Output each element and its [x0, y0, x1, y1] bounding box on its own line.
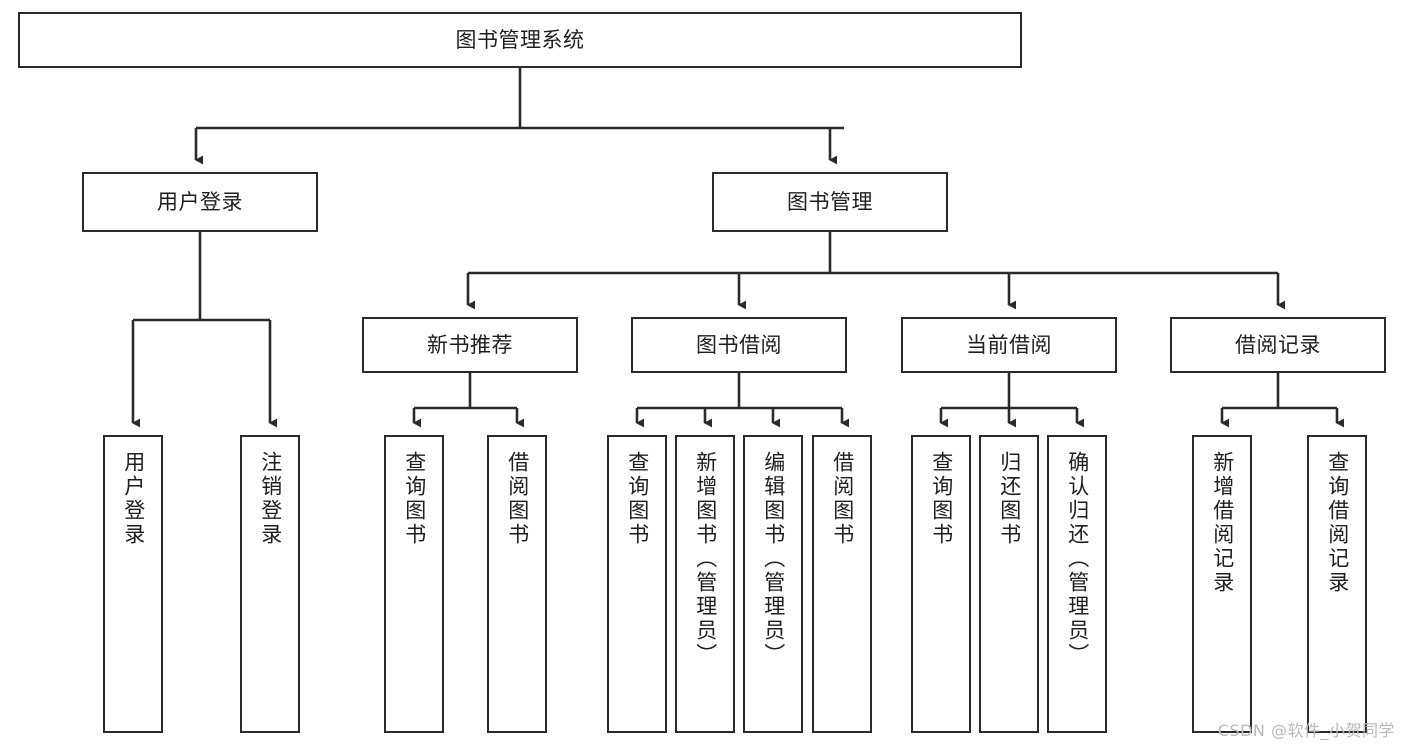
leaf-current-return-book-label: 归还图书 [997, 451, 1022, 547]
leaf-record-query-record-label: 查询借阅记录 [1325, 451, 1350, 595]
leaf-borrow-add-book-admin-label: 新增图书（管理员） [693, 451, 718, 667]
node-book-manage-label: 图书管理 [787, 189, 873, 214]
leaf-borrow-query-book[interactable]: 查询图书 [607, 435, 667, 733]
leaf-current-confirm-return-admin-label: 确认归还（管理员） [1065, 451, 1090, 667]
node-borrow-record[interactable]: 借阅记录 [1170, 317, 1386, 373]
leaf-current-query-book-label: 查询图书 [929, 451, 954, 547]
leaf-new-book-borrow-book[interactable]: 借阅图书 [487, 435, 547, 733]
leaf-user-login-logout-label: 注销登录 [258, 451, 283, 547]
leaf-borrow-query-book-label: 查询图书 [625, 451, 650, 547]
leaf-record-add-record[interactable]: 新增借阅记录 [1192, 435, 1252, 733]
leaf-record-query-record[interactable]: 查询借阅记录 [1307, 435, 1367, 733]
node-new-book-recommend[interactable]: 新书推荐 [362, 317, 578, 373]
node-new-book-recommend-label: 新书推荐 [427, 332, 513, 357]
leaf-user-login-login[interactable]: 用户登录 [103, 435, 163, 733]
leaf-new-book-query-book[interactable]: 查询图书 [384, 435, 444, 733]
leaf-current-confirm-return-admin[interactable]: 确认归还（管理员） [1047, 435, 1107, 733]
node-user-login[interactable]: 用户登录 [82, 172, 318, 232]
watermark: CSDN @软件_小贺同学 [1217, 721, 1395, 740]
node-book-borrow-label: 图书借阅 [696, 332, 782, 357]
node-book-borrow[interactable]: 图书借阅 [631, 317, 847, 373]
leaf-user-login-logout[interactable]: 注销登录 [240, 435, 300, 733]
node-current-borrow-label: 当前借阅 [966, 332, 1052, 357]
leaf-new-book-borrow-book-label: 借阅图书 [505, 451, 530, 547]
leaf-borrow-edit-book-admin[interactable]: 编辑图书（管理员） [743, 435, 803, 733]
node-book-manage[interactable]: 图书管理 [712, 172, 948, 232]
node-user-login-label: 用户登录 [157, 189, 243, 214]
leaf-borrow-edit-book-admin-label: 编辑图书（管理员） [761, 451, 786, 667]
node-root[interactable]: 图书管理系统 [18, 12, 1022, 68]
leaf-borrow-borrow-book-label: 借阅图书 [830, 451, 855, 547]
leaf-current-return-book[interactable]: 归还图书 [979, 435, 1039, 733]
leaf-new-book-query-book-label: 查询图书 [402, 451, 427, 547]
node-borrow-record-label: 借阅记录 [1235, 332, 1321, 357]
leaf-borrow-add-book-admin[interactable]: 新增图书（管理员） [675, 435, 735, 733]
node-current-borrow[interactable]: 当前借阅 [901, 317, 1117, 373]
leaf-borrow-borrow-book[interactable]: 借阅图书 [812, 435, 872, 733]
leaf-record-add-record-label: 新增借阅记录 [1210, 451, 1235, 595]
node-root-label: 图书管理系统 [455, 27, 585, 52]
leaf-user-login-login-label: 用户登录 [121, 451, 146, 547]
leaf-current-query-book[interactable]: 查询图书 [911, 435, 971, 733]
